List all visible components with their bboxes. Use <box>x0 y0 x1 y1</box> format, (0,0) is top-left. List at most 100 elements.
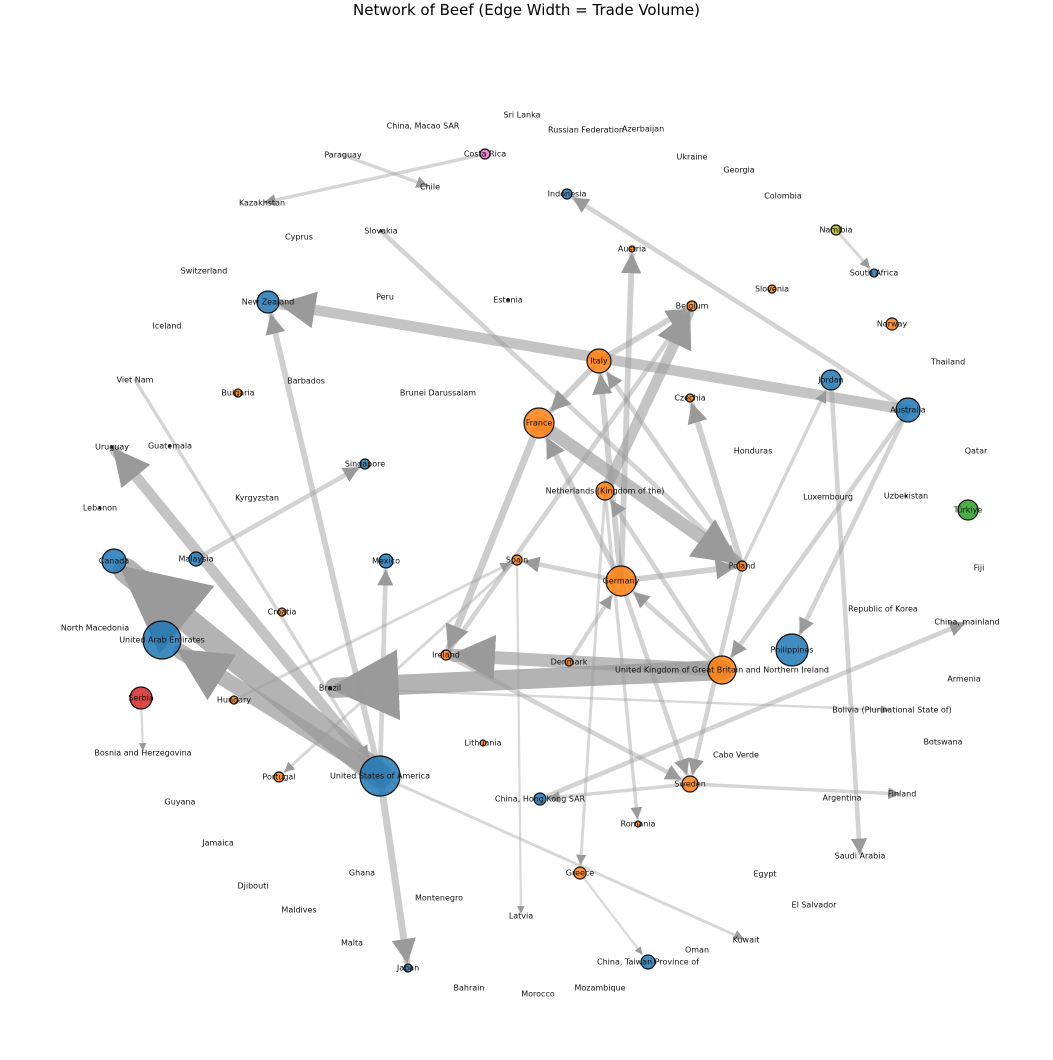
node-label-peru: Peru <box>376 293 394 302</box>
node-label-netherlands-kingdom-of-the: Netherlands (Kingdom of the) <box>546 487 665 496</box>
edge-germany-to-austria <box>618 252 642 584</box>
node-label-denmark: Denmark <box>551 658 588 667</box>
node-label-morocco: Morocco <box>521 990 555 999</box>
edge-namibia-to-south-africa <box>834 228 871 270</box>
node-label-bosnia-and-herzegovina: Bosnia and Herzegovina <box>94 749 191 758</box>
node-indonesia <box>561 188 573 200</box>
node-label-united-kingdom-of-great-britain-and-northern-ireland: United Kingdom of Great Britain and Nort… <box>615 666 829 675</box>
edge-spain-to-latvia <box>515 558 525 915</box>
node-label-switzerland: Switzerland <box>181 267 228 276</box>
node-label-slovenia: Slovenia <box>755 285 789 294</box>
edge-paraguay-to-chile <box>341 153 429 188</box>
node-china-taiwan-province-of <box>640 954 656 970</box>
edge-china-hong-kong-sar-to-china-mainland <box>537 620 967 802</box>
node-austria <box>628 245 636 253</box>
edge-united-states-of-america-to-uruguay <box>109 445 386 782</box>
node-label-tu-rkiye: Türkiye <box>953 506 983 515</box>
edge-germany-to-italy <box>592 373 624 584</box>
node-label-china-mainland: China, mainland <box>934 618 999 627</box>
node-label-sri-lanka: Sri Lanka <box>504 111 541 120</box>
node-label-chile: Chile <box>420 183 440 192</box>
edge-united-kingdom-of-great-britain-and-northern-ireland-to-germany <box>632 590 725 673</box>
node-serbia <box>129 686 153 710</box>
node-portugal <box>273 771 285 783</box>
node-label-ireland: Ireland <box>432 651 460 660</box>
node-belgium <box>686 300 698 312</box>
node-label-japan: Japan <box>396 964 419 973</box>
node-label-cyprus: Cyprus <box>285 233 313 242</box>
edge-jordan-to-saudi-arabia <box>828 377 867 856</box>
node-label-belgium: Belgium <box>676 302 709 311</box>
node-label-romania: Romania <box>621 820 656 829</box>
node-croatia <box>277 607 287 617</box>
node-label-hungary: Hungary <box>217 696 251 705</box>
edge-france-to-ireland <box>445 419 543 652</box>
edge-united-kingdom-of-great-britain-and-northern-ireland-to-ireland <box>447 634 729 681</box>
node-label-united-states-of-america: United States of America <box>330 772 430 781</box>
node-label-georgia: Georgia <box>723 166 754 175</box>
edge-slovakia-to-poland <box>378 228 739 563</box>
node-label-italy: Italy <box>590 357 608 366</box>
node-label-jamaica: Jamaica <box>201 839 234 848</box>
edge-germany-to-poland <box>618 559 737 584</box>
node-label-portugal: Portugal <box>262 773 295 782</box>
node-label-bolivia-plurinational-state-of: Bolivia (Plurinational State of) <box>832 706 952 715</box>
node-sweden <box>681 775 699 793</box>
node-label-bahrain: Bahrain <box>454 984 485 993</box>
node-label-china-taiwan-province-of: China, Taiwan Province of <box>597 958 699 967</box>
node-label-china-macao-sar: China, Macao SAR <box>387 122 460 131</box>
edge-united-kingdom-of-great-britain-and-northern-ireland-to-netherlands-kingdom-of-the <box>609 498 725 673</box>
edge-poland-to-czechia <box>687 401 745 569</box>
node-italy <box>586 348 612 374</box>
node-label-guatemala: Guatemala <box>148 442 192 451</box>
edge-netherlands-kingdom-of-the-to-romania <box>603 489 643 820</box>
node-label-bulgaria: Bulgaria <box>221 389 254 398</box>
edge-netherlands-kingdom-of-the-to-greece <box>576 489 607 866</box>
edge-france-to-poland <box>532 416 742 568</box>
node-new-zealand <box>256 290 280 314</box>
node-label-china-hong-kong-sar: China, Hong Kong SAR <box>495 795 586 804</box>
node-label-fiji: Fiji <box>974 564 985 573</box>
node-czechia <box>685 393 695 403</box>
node-costa-rica <box>479 148 491 160</box>
node-label-kazakhstan: Kazakhstan <box>239 199 285 208</box>
node-brazil <box>328 686 332 690</box>
nodes-layer <box>98 148 979 973</box>
node-label-canada: Canada <box>99 557 130 566</box>
node-label-qatar: Qatar <box>965 447 988 456</box>
node-label-norway: Norway <box>877 320 908 329</box>
node-estonia <box>506 298 510 302</box>
node-label-france: France <box>526 419 553 428</box>
node-label-russian-federation: Russian Federation <box>548 126 624 135</box>
node-label-austria: Austria <box>618 245 646 254</box>
node-label-egypt: Egypt <box>753 870 776 879</box>
node-label-iceland: Iceland <box>153 322 182 331</box>
node-label-indonesia: Indonesia <box>548 190 587 199</box>
node-norway <box>885 317 899 331</box>
node-label-montenegro: Montenegro <box>415 894 463 903</box>
node-hungary <box>229 695 239 705</box>
node-lebanon <box>98 506 102 510</box>
node-malaysia <box>188 551 204 567</box>
edge-australia-to-united-kingdom-of-great-britain-and-northern-ireland <box>729 407 911 659</box>
node-label-greece: Greece <box>566 869 595 878</box>
edge-united-states-of-america-to-new-zealand <box>265 312 383 779</box>
node-label-ukraine: Ukraine <box>677 153 708 162</box>
node-poland <box>736 560 748 572</box>
node-label-argentina: Argentina <box>822 794 861 803</box>
edge-malaysia-to-singapore <box>193 465 361 562</box>
node-label-finland: Finland <box>888 790 917 799</box>
edge-spain-to-portugal <box>283 558 519 774</box>
node-bulgaria <box>233 388 243 398</box>
node-lithuania <box>479 739 487 747</box>
node-label-singapore: Singapore <box>345 460 385 469</box>
node-namibia <box>830 224 842 236</box>
node-label-brunei-darussalam: Brunei Darussalam <box>400 389 476 398</box>
node-label-lebanon: Lebanon <box>83 504 117 513</box>
node-south-africa <box>869 268 879 278</box>
node-romania <box>634 820 642 828</box>
edge-sweden-to-finland <box>688 782 901 800</box>
node-label-czechia: Czechia <box>674 394 705 403</box>
node-uzbekistan <box>904 494 908 498</box>
